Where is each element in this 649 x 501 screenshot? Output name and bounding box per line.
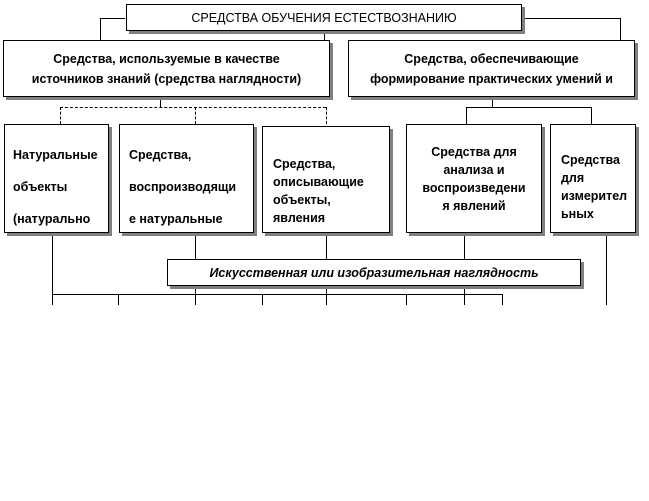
- level1-box-left: Средства, используемые в качестве источн…: [3, 40, 330, 97]
- lower-tick-5: [406, 294, 407, 305]
- level2-box-reproducing: Средства, воспроизводящи е натуральные: [119, 124, 254, 233]
- level2-reproducing-text: Средства, воспроизводящи е натуральные: [129, 148, 237, 226]
- level2-describing-text: Средства, описывающие объекты, явления: [273, 157, 364, 225]
- lower-tick-7: [502, 294, 503, 305]
- banner-text: Искусственная или изобразительная нагляд…: [209, 265, 539, 280]
- connector-left-group-c: [326, 107, 327, 124]
- lower-tick-2: [195, 286, 196, 305]
- connector-level1-bar-right: [520, 18, 620, 19]
- level1-left-text: Средства, используемые в качестве источн…: [31, 51, 302, 86]
- drop-3: [326, 233, 327, 259]
- connector-level1-bar: [100, 18, 125, 19]
- level2-box-measuring: Средства для измерител ьных: [550, 124, 636, 233]
- connector-left-group-a: [60, 107, 61, 124]
- connector-title-down: [324, 30, 325, 40]
- lower-tick-4: [326, 286, 327, 305]
- level2-measuring-text: Средства для измерител ьных: [561, 153, 628, 221]
- connector-left-l1-down: [160, 97, 161, 107]
- level2-box-natural: Натуральные объекты (натурально: [4, 124, 109, 233]
- connector-left-group-bar: [60, 107, 326, 108]
- banner-artificial-visualization: Искусственная или изобразительная нагляд…: [167, 259, 581, 286]
- lower-bar: [52, 294, 502, 295]
- level2-box-describing: Средства, описывающие объекты, явления: [262, 126, 390, 233]
- drop-4: [464, 233, 465, 259]
- level2-analysis-text: Средства для анализа и воспроизведени я …: [422, 144, 526, 213]
- connector-right-l1-down: [492, 97, 493, 107]
- lower-tick-1: [118, 294, 119, 305]
- lower-tick-6: [464, 286, 465, 305]
- diagram-title: СРЕДСТВА ОБУЧЕНИЯ ЕСТЕСТВОЗНАНИЮ: [126, 4, 522, 31]
- level1-right-text: Средства, обеспечивающие формирование пр…: [370, 51, 613, 86]
- connector-left-tick: [100, 18, 101, 40]
- connector-right-group-b: [591, 107, 592, 124]
- drop-2: [195, 233, 196, 259]
- connector-right-group-a: [466, 107, 467, 124]
- lower-tick-3: [262, 294, 263, 305]
- level2-box-analysis: Средства для анализа и воспроизведени я …: [406, 124, 542, 233]
- level1-box-right: Средства, обеспечивающие формирование пр…: [348, 40, 635, 97]
- connector-left-group-b: [195, 107, 196, 124]
- connector-right-tick: [620, 18, 621, 40]
- drop-1: [52, 233, 53, 305]
- level2-natural-text: Натуральные объекты (натурально: [13, 148, 98, 226]
- drop-5: [606, 233, 607, 305]
- connector-right-group-bar: [466, 107, 591, 108]
- diagram-title-text: СРЕДСТВА ОБУЧЕНИЯ ЕСТЕСТВОЗНАНИЮ: [191, 10, 457, 25]
